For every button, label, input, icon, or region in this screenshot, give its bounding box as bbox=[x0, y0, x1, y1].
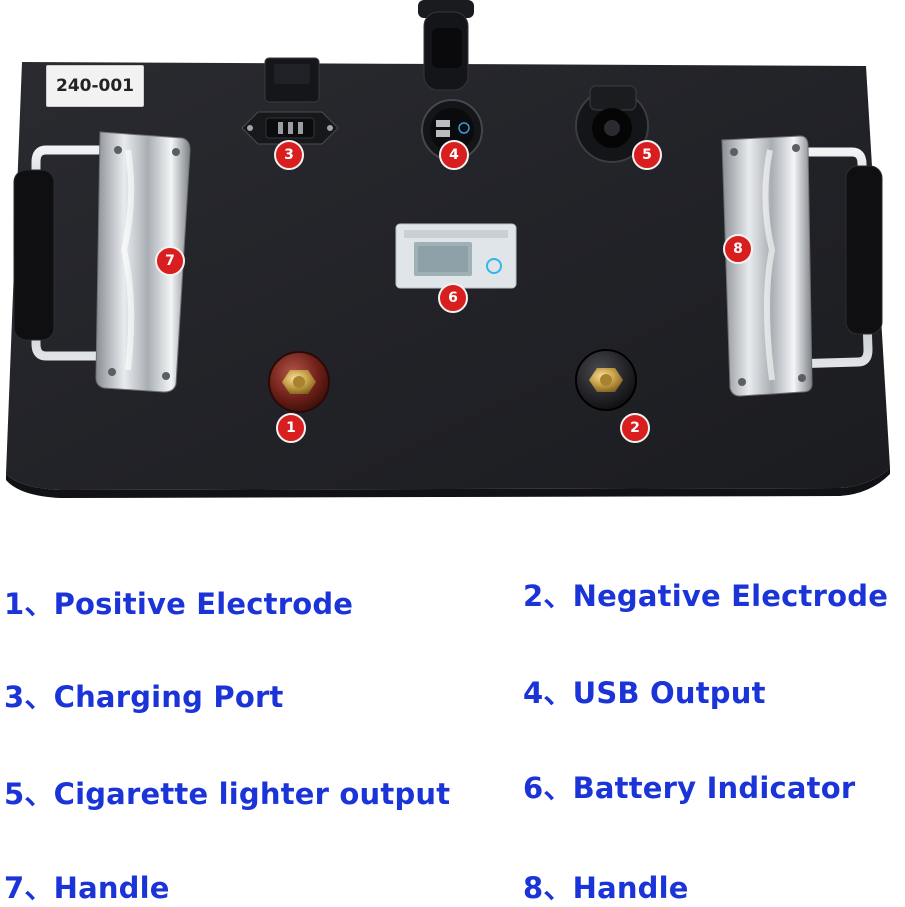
legend-number: 1 bbox=[4, 587, 25, 621]
marker-4: 4 bbox=[439, 140, 469, 170]
marker-2: 2 bbox=[620, 413, 650, 443]
marker-3: 3 bbox=[274, 140, 304, 170]
marker-1: 1 bbox=[276, 413, 306, 443]
usb-output-socket bbox=[418, 0, 483, 161]
cigarette-lighter-socket bbox=[575, 85, 649, 163]
legend-label: Positive Electrode bbox=[53, 587, 354, 621]
legend-number: 4 bbox=[523, 676, 544, 710]
legend-number: 3 bbox=[4, 680, 25, 714]
legend-item-8: 8、Handle bbox=[523, 865, 689, 907]
marker-8: 8 bbox=[723, 234, 753, 264]
legend-item-5: 5、Cigarette lighter output bbox=[4, 771, 450, 813]
legend-separator: 、 bbox=[24, 871, 54, 905]
legend-label: Charging Port bbox=[53, 680, 284, 714]
legend-separator: 、 bbox=[24, 587, 54, 621]
legend-label: Handle bbox=[53, 871, 170, 905]
legend-label: Cigarette lighter output bbox=[53, 777, 451, 811]
battery-top-panel-photo bbox=[6, 0, 890, 498]
legend-label: Handle bbox=[572, 871, 689, 905]
marker-5: 5 bbox=[632, 140, 662, 170]
charging-port bbox=[241, 57, 339, 145]
legend-item-4: 4、USB Output bbox=[523, 670, 766, 712]
legend-number: 8 bbox=[523, 871, 544, 905]
legend-item-7: 7、Handle bbox=[4, 865, 170, 907]
legend-item-3: 3、Charging Port bbox=[4, 674, 284, 716]
legend-item-6: 6、Battery Indicator bbox=[523, 765, 855, 807]
legend-separator: 、 bbox=[543, 871, 573, 905]
legend-separator: 、 bbox=[543, 579, 573, 613]
battery-indicator-display bbox=[395, 223, 517, 289]
legend-number: 7 bbox=[4, 871, 25, 905]
legend-separator: 、 bbox=[543, 771, 573, 805]
model-label-sticker: 240-001 bbox=[46, 65, 144, 107]
legend-separator: 、 bbox=[543, 676, 573, 710]
marker-7: 7 bbox=[155, 246, 185, 276]
left-handle bbox=[13, 131, 191, 393]
legend-label: USB Output bbox=[572, 676, 766, 710]
legend-item-1: 1、Positive Electrode bbox=[4, 581, 353, 623]
legend-number: 2 bbox=[523, 579, 544, 613]
marker-6: 6 bbox=[438, 283, 468, 313]
legend-label: Battery Indicator bbox=[572, 771, 856, 805]
right-handle bbox=[721, 135, 883, 397]
legend-item-2: 2、Negative Electrode bbox=[523, 573, 888, 615]
legend-separator: 、 bbox=[24, 777, 54, 811]
negative-terminal bbox=[575, 349, 637, 411]
legend-number: 5 bbox=[4, 777, 25, 811]
positive-terminal bbox=[268, 351, 330, 413]
legend-number: 6 bbox=[523, 771, 544, 805]
legend-separator: 、 bbox=[24, 680, 54, 714]
legend-label: Negative Electrode bbox=[572, 579, 889, 613]
